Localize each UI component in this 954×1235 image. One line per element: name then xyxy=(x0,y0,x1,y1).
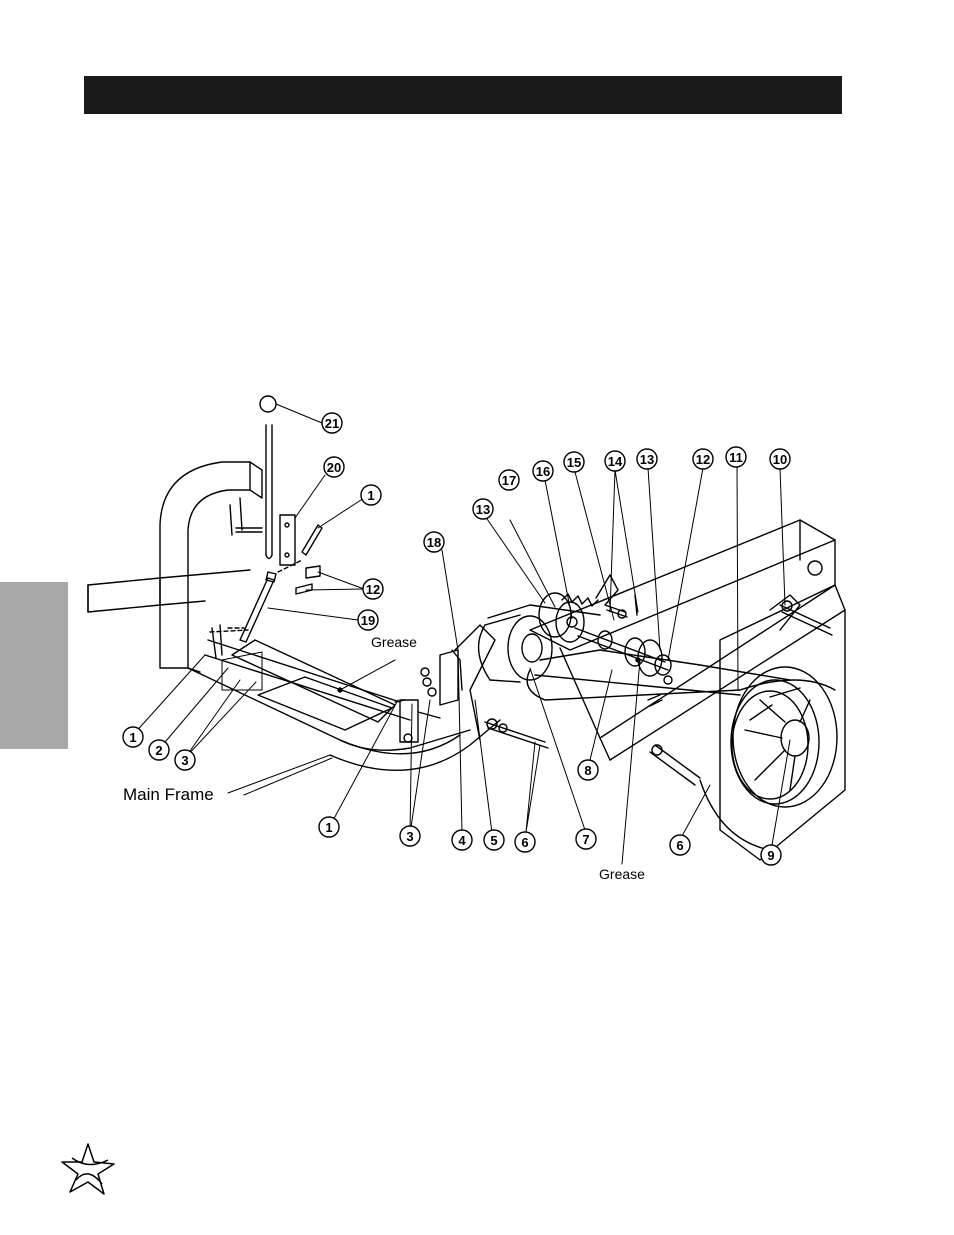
callout-13: 13 xyxy=(472,498,494,520)
callout-1: 1 xyxy=(122,726,144,748)
callout-1: 1 xyxy=(360,484,382,506)
callout-20: 20 xyxy=(323,456,345,478)
svg-text:3: 3 xyxy=(406,829,413,844)
svg-text:12: 12 xyxy=(366,582,380,597)
svg-text:19: 19 xyxy=(361,613,375,628)
grease-label-bottom: Grease xyxy=(599,866,645,882)
callouts: 21 20 1 12 19 1 2 3 1 3 4 5 6 7 8 6 9 18… xyxy=(122,412,791,866)
callout-6: 6 xyxy=(669,834,691,856)
svg-text:21: 21 xyxy=(325,416,339,431)
callout-16: 16 xyxy=(532,460,554,482)
header-bar xyxy=(84,76,842,114)
callout-10: 10 xyxy=(769,448,791,470)
callout-3: 3 xyxy=(174,749,196,771)
callout-8: 8 xyxy=(577,759,599,781)
svg-text:1: 1 xyxy=(367,488,374,503)
callout-4: 4 xyxy=(451,829,473,851)
lift-rod-drawing xyxy=(227,395,323,643)
center-linkage-drawing xyxy=(394,624,549,749)
svg-text:14: 14 xyxy=(608,454,623,469)
callout-17: 17 xyxy=(498,469,520,491)
main-frame-drawing xyxy=(87,461,501,771)
svg-text:11: 11 xyxy=(729,450,743,465)
svg-text:7: 7 xyxy=(582,832,589,847)
callout-9: 9 xyxy=(760,844,782,866)
svg-text:17: 17 xyxy=(502,473,516,488)
side-tab xyxy=(0,582,68,749)
callout-1: 1 xyxy=(318,816,340,838)
svg-text:6: 6 xyxy=(521,835,528,850)
svg-text:13: 13 xyxy=(476,502,490,517)
main-pulley-drawing xyxy=(730,666,838,808)
grease-label-top: Grease xyxy=(371,634,417,650)
svg-text:8: 8 xyxy=(584,763,591,778)
svg-text:4: 4 xyxy=(458,833,466,848)
svg-text:13: 13 xyxy=(640,452,654,467)
svg-text:16: 16 xyxy=(536,464,550,479)
callout-21: 21 xyxy=(321,412,343,434)
svg-text:6: 6 xyxy=(676,838,683,853)
callout-18: 18 xyxy=(423,531,445,553)
svg-text:1: 1 xyxy=(129,730,136,745)
svg-text:20: 20 xyxy=(327,460,341,475)
callout-13: 13 xyxy=(636,448,658,470)
svg-text:15: 15 xyxy=(567,455,581,470)
callout-2: 2 xyxy=(148,739,170,761)
svg-text:3: 3 xyxy=(181,753,188,768)
callout-11: 11 xyxy=(725,446,747,468)
callout-3: 3 xyxy=(399,825,421,847)
callout-12: 12 xyxy=(362,578,384,600)
callout-12: 12 xyxy=(692,448,714,470)
svg-text:5: 5 xyxy=(490,833,497,848)
callout-15: 15 xyxy=(563,451,585,473)
main-frame-label: Main Frame xyxy=(123,785,214,804)
star-logo-icon xyxy=(61,1143,115,1195)
svg-text:10: 10 xyxy=(773,452,787,467)
svg-text:9: 9 xyxy=(767,848,774,863)
svg-text:2: 2 xyxy=(155,743,162,758)
leader-lines xyxy=(132,403,791,865)
svg-text:18: 18 xyxy=(427,535,441,550)
belt-drawing xyxy=(526,649,836,701)
callout-6: 6 xyxy=(514,831,536,853)
callout-5: 5 xyxy=(483,829,505,851)
callout-14: 14 xyxy=(604,450,626,472)
callout-7: 7 xyxy=(575,828,597,850)
callout-19: 19 xyxy=(357,609,379,631)
drum-drawing xyxy=(477,604,601,683)
svg-text:12: 12 xyxy=(696,452,710,467)
svg-text:1: 1 xyxy=(325,820,332,835)
